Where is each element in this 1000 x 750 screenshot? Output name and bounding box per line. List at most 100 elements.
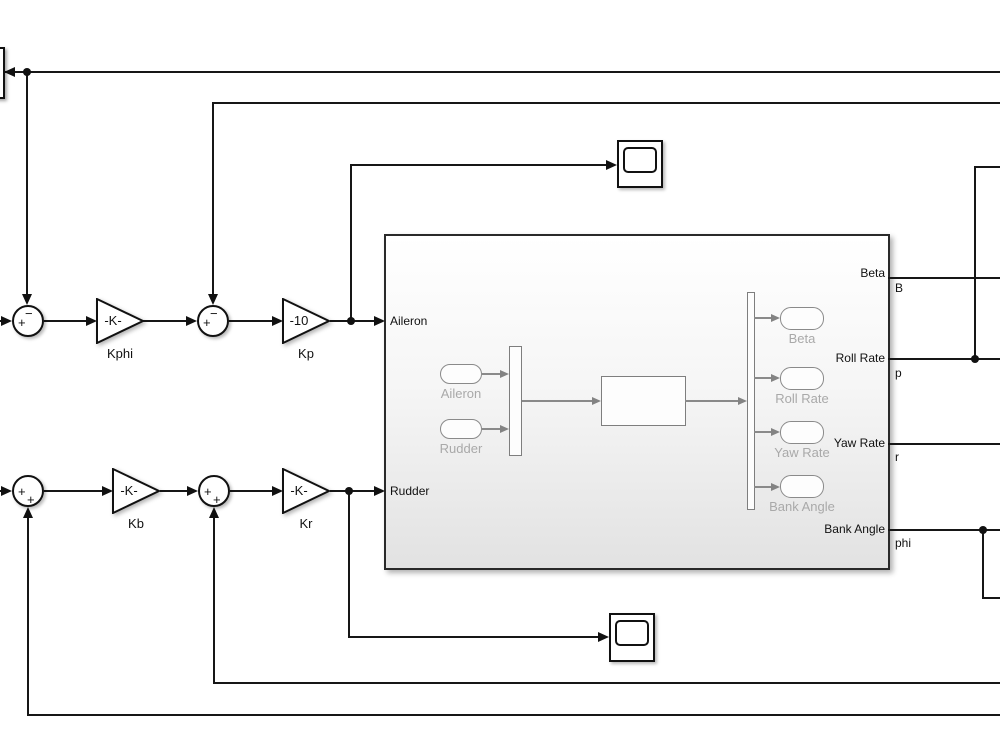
arrowhead xyxy=(598,632,609,642)
wire[interactable] xyxy=(143,320,188,322)
gain-value: -10 xyxy=(289,313,309,328)
wire[interactable] xyxy=(4,71,1000,73)
wire[interactable] xyxy=(230,490,274,492)
arrowhead xyxy=(272,486,283,496)
preview-outport-yawrate xyxy=(780,421,824,444)
wire[interactable] xyxy=(888,529,1000,531)
wire[interactable] xyxy=(44,490,104,492)
wire[interactable] xyxy=(982,597,1000,599)
wire xyxy=(754,317,773,319)
arrowhead xyxy=(771,483,780,491)
preview-outport-beta-label: Beta xyxy=(788,331,816,346)
arrowhead xyxy=(4,67,15,77)
preview-inport-aileron-label: Aileron xyxy=(440,386,482,401)
wire[interactable] xyxy=(330,490,376,492)
wire[interactable] xyxy=(212,103,214,296)
wire xyxy=(754,486,773,488)
wire[interactable] xyxy=(160,490,189,492)
wire[interactable] xyxy=(974,166,1000,168)
arrowhead xyxy=(1,486,12,496)
arrowhead xyxy=(592,397,601,405)
arrowhead xyxy=(500,425,509,433)
gain-label-kphi: Kphi xyxy=(106,346,134,361)
sum-block-beta[interactable]: + + xyxy=(12,475,44,507)
sum-block-r[interactable]: + + xyxy=(198,475,230,507)
scope-screen xyxy=(615,620,649,646)
arrowhead xyxy=(102,486,113,496)
sum-block-phi[interactable]: + − xyxy=(12,305,44,337)
gain-block-kb[interactable]: -K- xyxy=(112,468,160,514)
junction-dot xyxy=(345,487,353,495)
wire[interactable] xyxy=(348,491,350,638)
subsystem-inport-label-rudder: Rudder xyxy=(390,484,430,498)
wire xyxy=(482,373,502,375)
junction-dot xyxy=(971,355,979,363)
wire[interactable] xyxy=(213,682,1000,684)
arrowhead xyxy=(374,316,385,326)
arrowhead xyxy=(771,374,780,382)
wire[interactable] xyxy=(213,517,215,684)
sum-sign: + xyxy=(27,492,35,507)
preview-outport-bankangle-label: Bank Angle xyxy=(769,499,835,514)
subsystem-block[interactable]: Aileron Rudder Beta Roll Rate Yaw Rate B… xyxy=(384,234,890,570)
arrowhead xyxy=(606,160,617,170)
scope-block-bottom[interactable] xyxy=(609,613,655,662)
preview-inport-aileron xyxy=(440,364,482,384)
signal-label-phi[interactable]: phi xyxy=(895,536,912,550)
wire[interactable] xyxy=(888,443,1000,445)
subsystem-outport-label-bankangle: Bank Angle xyxy=(824,522,885,536)
sum-sign: + xyxy=(203,315,211,330)
wire[interactable] xyxy=(212,102,1000,104)
wire xyxy=(754,377,773,379)
wire[interactable] xyxy=(888,277,1000,279)
preview-outport-yawrate-label: Yaw Rate xyxy=(774,445,830,460)
preview-outport-beta xyxy=(780,307,824,330)
gain-block-kp[interactable]: -10 xyxy=(282,298,330,344)
wire[interactable] xyxy=(974,166,976,360)
wire[interactable] xyxy=(350,164,608,166)
gain-triangle xyxy=(282,298,330,344)
signal-label-r[interactable]: r xyxy=(895,450,899,464)
wire[interactable] xyxy=(888,358,1000,360)
wire[interactable] xyxy=(27,517,29,716)
arrowhead xyxy=(23,507,33,518)
gain-triangle xyxy=(112,468,160,514)
arrowhead xyxy=(771,428,780,436)
arrowhead xyxy=(22,294,32,305)
arrowhead xyxy=(771,314,780,322)
arrowhead xyxy=(1,316,12,326)
junction-dot xyxy=(347,317,355,325)
preview-inport-rudder-label: Rudder xyxy=(439,441,483,456)
wire[interactable] xyxy=(44,320,88,322)
gain-value: -K- xyxy=(104,313,122,328)
sum-block-p[interactable]: + − xyxy=(197,305,229,337)
wire[interactable] xyxy=(982,530,984,598)
gain-block-kr[interactable]: -K- xyxy=(282,468,330,514)
subsystem-inport-label-aileron: Aileron xyxy=(390,314,428,328)
gain-block-kphi[interactable]: -K- xyxy=(96,298,144,344)
scope-block-top[interactable] xyxy=(617,140,663,188)
arrowhead xyxy=(186,316,197,326)
sum-sign: + xyxy=(213,492,221,507)
preview-outport-rollrate xyxy=(780,367,824,390)
arrowhead xyxy=(272,316,283,326)
signal-label-B[interactable]: B xyxy=(895,281,904,295)
arrowhead xyxy=(209,507,219,518)
signal-label-p[interactable]: p xyxy=(895,366,902,380)
wire[interactable] xyxy=(229,320,274,322)
wire[interactable] xyxy=(348,636,600,638)
sum-sign: − xyxy=(210,306,218,321)
sum-sign: + xyxy=(18,484,26,499)
sum-sign: + xyxy=(18,315,26,330)
preview-demux xyxy=(747,292,755,510)
preview-outport-bankangle xyxy=(780,475,824,498)
wire[interactable] xyxy=(350,164,352,321)
wire[interactable] xyxy=(27,714,1000,716)
wire[interactable] xyxy=(26,72,28,296)
subsystem-outport-label-yawrate: Yaw Rate xyxy=(833,436,885,450)
preview-outport-rollrate-label: Roll Rate xyxy=(775,391,829,406)
edge-clipped-block[interactable] xyxy=(0,47,5,99)
gain-value: -K- xyxy=(120,483,138,498)
wire xyxy=(754,431,773,433)
arrowhead xyxy=(208,294,218,305)
